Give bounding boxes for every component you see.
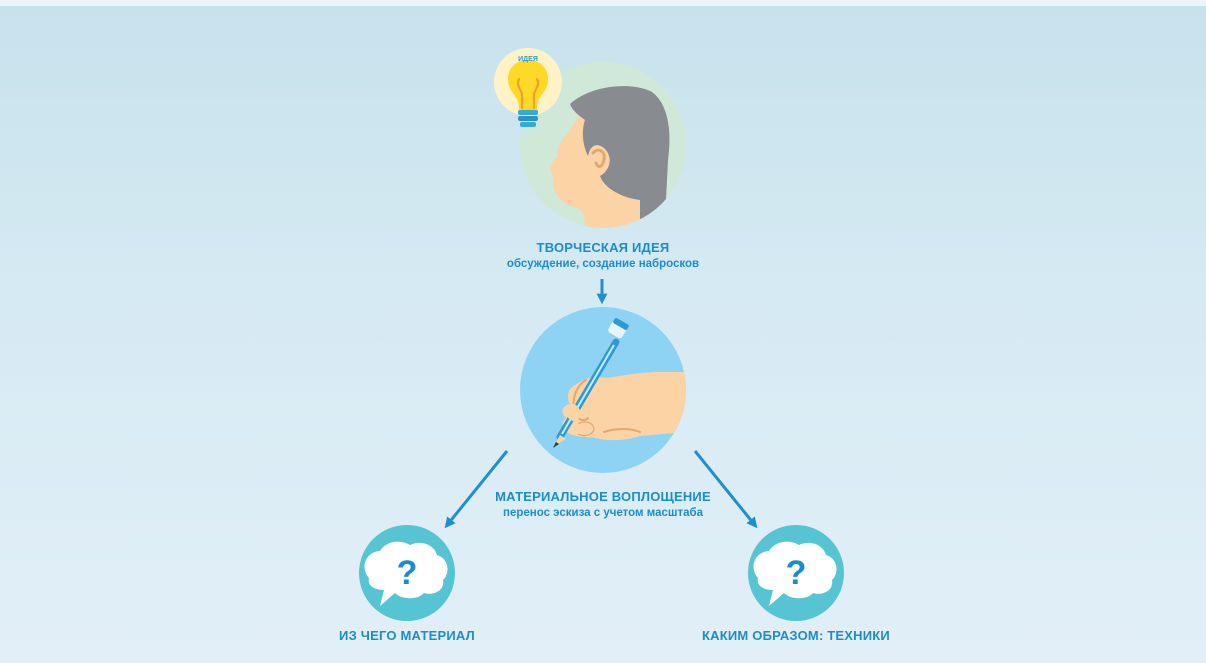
node-title: ТВОРЧЕСКАЯ ИДЕЯ [536,240,670,255]
question-mark-right: ? [786,554,807,592]
node-techniques: КАКИМ ОБРАЗОМ: ТЕХНИКИ [666,628,926,643]
node-title: КАКИМ ОБРАЗОМ: ТЕХНИКИ [702,628,890,643]
node-subtitle: обсуждение, создание набросков [506,258,700,270]
arrow-to-material [444,450,509,529]
question-bubble-right-icon [748,525,844,621]
node-creative-idea: ТВОРЧЕСКАЯ ИДЕЯ обсуждение, создание наб… [473,240,733,270]
question-mark-left: ? [397,554,418,592]
node-material-embodiment: МАТЕРИАЛЬНОЕ ВОПЛОЩЕНИЕ перенос эскиза с… [453,489,753,519]
idea-badge: ИДЕЯ [518,56,538,63]
node-title: ИЗ ЧЕГО МАТЕРИАЛ [339,628,475,643]
node-subtitle: перенос эскиза с учетом масштаба [503,507,703,519]
hand-pencil-illustration [520,307,686,473]
top-strip [0,0,1206,6]
node-what-material: ИЗ ЧЕГО МАТЕРИАЛ [307,628,507,643]
head-illustration [520,62,686,228]
arrow-to-techniques [693,450,758,529]
node-title: МАТЕРИАЛЬНОЕ ВОПЛОЩЕНИЕ [495,489,711,504]
lightbulb-icon [494,48,562,127]
question-bubble-left-icon [359,525,455,621]
